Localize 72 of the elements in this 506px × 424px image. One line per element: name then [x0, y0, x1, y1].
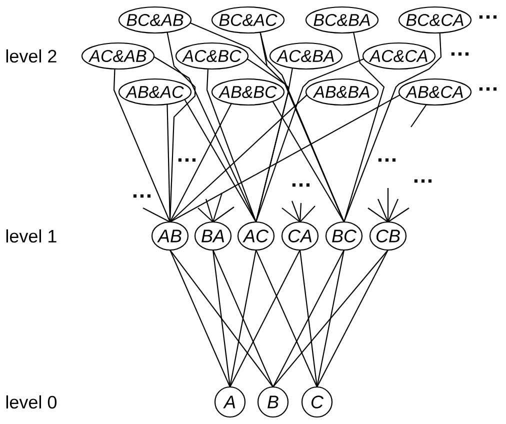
connector-line — [388, 208, 410, 222]
ellipse-node: AC&AB — [81, 42, 155, 70]
ellipse-node: BC&AC — [211, 6, 285, 34]
ellipsis: … — [178, 158, 196, 162]
row-label: level 2 — [6, 49, 56, 63]
connector-line — [272, 250, 388, 388]
ellipse-node: CA — [281, 221, 319, 251]
ellipse-node: AB — [151, 221, 189, 251]
ellipse-node: BC&AB — [118, 6, 192, 34]
connector-line — [292, 200, 301, 222]
ellipse-node: BC&CA — [398, 6, 472, 34]
connector-line — [170, 94, 400, 222]
connector-line — [142, 208, 170, 222]
ellipsis: … — [378, 158, 396, 162]
ellipse-node: BA — [194, 221, 232, 251]
ellipsis: … — [292, 183, 310, 187]
circle-node: A — [214, 386, 246, 418]
connector-line — [113, 68, 171, 222]
connector-line — [212, 250, 231, 388]
connector-line — [205, 198, 214, 222]
connector-line — [378, 198, 388, 222]
ellipsis: … — [451, 52, 469, 56]
connector-line — [272, 101, 344, 222]
connector-line — [368, 208, 388, 222]
connector-line — [316, 250, 388, 388]
connector-line — [300, 206, 316, 222]
connector-line — [170, 250, 274, 388]
connector-line — [256, 250, 318, 388]
connector-line — [170, 94, 308, 222]
connector-line — [206, 68, 257, 222]
connector-line — [212, 206, 234, 222]
connector-line — [229, 250, 257, 388]
connector-line — [388, 198, 398, 222]
connector-line — [255, 58, 364, 222]
ellipse-node: AC — [237, 221, 275, 251]
connector-line — [387, 188, 389, 222]
circle-node: C — [301, 386, 333, 418]
connector-line — [344, 32, 442, 222]
ellipsis: … — [479, 87, 497, 91]
connector-line — [198, 208, 214, 222]
ellipsis: … — [479, 15, 497, 19]
connector-line — [316, 250, 345, 388]
connector-line — [410, 104, 427, 128]
connector-line — [184, 99, 256, 222]
ellipse-node: AC&BC — [175, 42, 249, 70]
ellipse-node: AB&CA — [398, 78, 472, 106]
ellipse-node: AC&CA — [362, 42, 436, 70]
ellipse-node: BC&BA — [305, 6, 379, 34]
connector-line — [282, 208, 300, 222]
connector-line — [170, 103, 232, 222]
connector-line — [255, 68, 293, 222]
ellipse-node: AB&BA — [305, 78, 379, 106]
connector-line — [212, 192, 223, 222]
ellipse-node: AB&AC — [118, 78, 192, 106]
connector-line — [170, 250, 230, 388]
connector-line — [230, 250, 300, 388]
ellipse-node: AC&BA — [269, 42, 343, 70]
connector-line — [246, 58, 345, 222]
ellipsis: … — [133, 194, 151, 198]
row-label: level 1 — [6, 229, 56, 243]
ellipse-node: AB&BC — [211, 78, 285, 106]
connector-line — [272, 250, 344, 388]
connector-line — [212, 250, 274, 388]
circle-node: B — [257, 386, 289, 418]
connector-line — [343, 32, 385, 222]
ellipsis: … — [414, 179, 432, 183]
connector-line — [299, 250, 318, 388]
connector-line — [166, 104, 171, 222]
connector-line — [299, 202, 302, 222]
ellipse-node: CB — [369, 221, 407, 251]
row-label: level 0 — [6, 395, 56, 409]
ellipse-node: BC — [325, 221, 363, 251]
